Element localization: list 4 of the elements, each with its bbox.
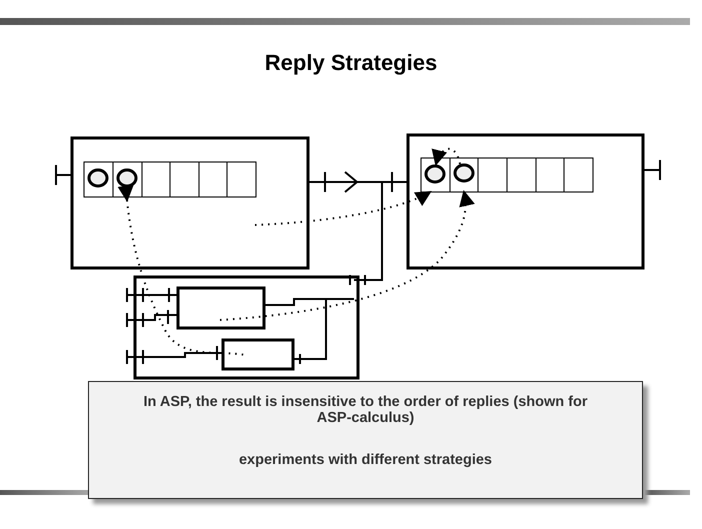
callout-text: In ASP, the result is insensitive to the order of replies (shown for ASP-calculus) (142, 394, 588, 426)
callout-text: experiments with different strategies (238, 452, 493, 468)
callout-box (88, 381, 643, 499)
slide-title: Reply Strategies (264, 50, 438, 76)
